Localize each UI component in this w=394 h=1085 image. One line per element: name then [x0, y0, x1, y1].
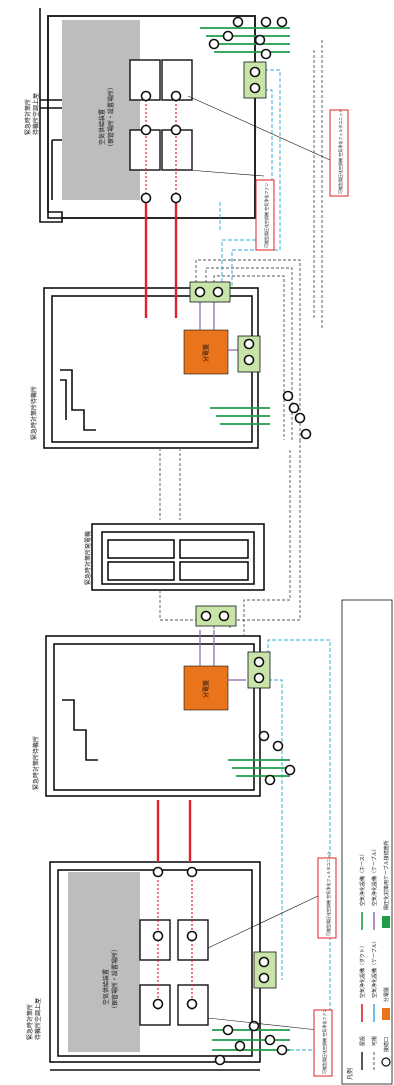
- room-top-label-b: 待機所空調上屋: [32, 93, 40, 135]
- distribution-panel-2: [183, 665, 229, 711]
- legend-swatch-green-box: [382, 916, 390, 928]
- building-top: [39, 8, 256, 223]
- room4-title: 緊急時対策所待機所: [32, 736, 40, 790]
- room-top-label-a: 緊急時対策所: [24, 99, 32, 135]
- legend: 凡例 屋設 空気浄化設備（ダクト） 空気浄化設備（ホース） 可搬 空気浄化設備（…: [341, 599, 393, 1085]
- room3-title: 緊急時対策所発電機: [84, 531, 92, 585]
- legend-item-2: 空気浄化設備（ダクト）: [359, 943, 366, 998]
- legend-swatch-orange: [382, 1008, 390, 1020]
- room-bottom-label-a: 緊急時対策所: [26, 1004, 34, 1040]
- building-generator: [91, 523, 265, 591]
- duct-dashed-top: [145, 92, 193, 1010]
- legend-title: 凡例: [346, 1068, 354, 1080]
- legend-item-3: 空気浄化設備（ホース）: [359, 851, 366, 906]
- distribution-panel-1-label: 分電盤: [202, 344, 210, 362]
- green-hose-lines: [200, 27, 290, 1051]
- callout-filter-bottom: 可搬型陽圧化空調機 空気浄化フィルタユニット: [325, 851, 331, 936]
- power-lines: [199, 300, 246, 681]
- callout-fan-top: 可搬型陽圧化空調機 空気浄化ファン: [263, 183, 269, 248]
- callout-boxes: [255, 109, 349, 1077]
- legend-box: [341, 599, 393, 1085]
- storage-area-bottom: [68, 872, 140, 1052]
- callout-fan-bottom: 可搬型陽圧化空調機 空気浄化ファン: [321, 1009, 327, 1074]
- storage-bottom-label-b: （保管場所・設置場所）: [111, 946, 119, 1012]
- building-waiting-2: [45, 635, 261, 797]
- connection-points: [140, 16, 312, 1066]
- dashed-connection-lines: [159, 40, 323, 636]
- legend-item-4: 可搬: [371, 1036, 378, 1046]
- room2-title: 緊急時対策所待機所: [30, 386, 38, 440]
- equipment-units-bottom: [139, 919, 209, 1026]
- distribution-panel-1: [183, 329, 229, 375]
- room-bottom-label-b: 待機所空調上屋: [34, 998, 42, 1040]
- callout-leaders: [187, 95, 331, 1031]
- distribution-panel-2-label: 分電盤: [202, 680, 210, 698]
- legend-item-7: 接続口: [383, 1037, 390, 1052]
- legend-item-1: 屋設: [359, 1036, 366, 1046]
- legend-item-5: 空気浄化設備（ケーブル）: [371, 938, 378, 998]
- legend-item-6: 空気浄化設備（ケーブル）: [371, 846, 378, 906]
- legend-item-8: 分電盤: [383, 987, 390, 1002]
- storage-top-label-a: 空気供給装置: [98, 109, 106, 145]
- storage-bottom-label-a: 空気供給装置: [102, 969, 110, 1005]
- legend-swatch-circle: [381, 1057, 391, 1067]
- storage-area-top: [62, 20, 140, 200]
- blue-cable-lines: [219, 69, 331, 1051]
- duct-lines: [144, 200, 192, 862]
- storage-top-label-b: （保管場所・設置場所）: [107, 84, 115, 150]
- legend-item-9: 陽圧化対策用ケーブル接続箇所: [383, 840, 390, 910]
- callout-filter-top: 可搬型陽圧化空調機 空気浄化フィルタユニット: [337, 109, 343, 194]
